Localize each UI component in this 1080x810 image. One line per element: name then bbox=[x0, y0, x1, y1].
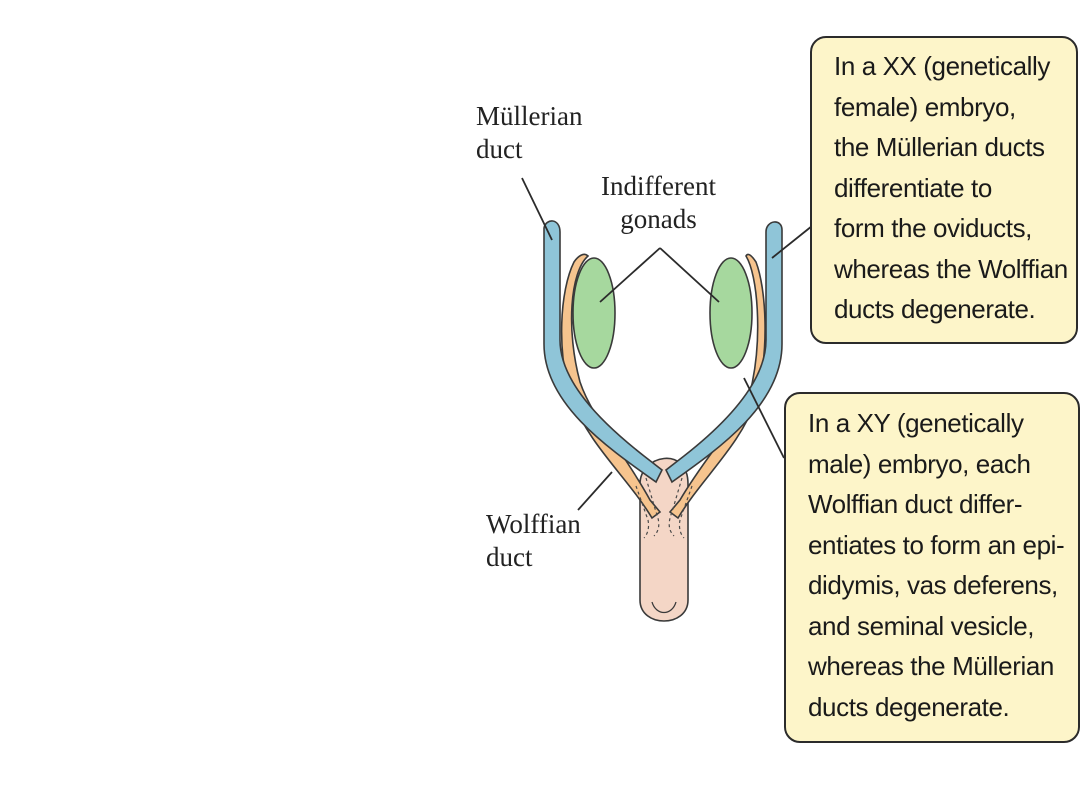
right-wolffian-duct bbox=[668, 253, 766, 520]
left-gonad bbox=[572, 257, 616, 369]
mullerian-duct-label-line-1: Müllerian bbox=[476, 101, 583, 131]
wolffian-duct-label: Wolffian duct bbox=[486, 508, 581, 574]
gonads-leader-right bbox=[659, 247, 720, 303]
male-callout-line-3: Wolffian duct differ- bbox=[808, 489, 1023, 519]
wolffian-duct-label-line-2: duct bbox=[486, 542, 533, 572]
female-callout-line-3: the Müllerian ducts bbox=[834, 132, 1045, 162]
male-callout-line-6: and seminal vesicle, bbox=[808, 610, 1035, 641]
indifferent-gonads-label: Indifferent gonads bbox=[601, 170, 716, 236]
indifferent-gonads-label-line-1: Indifferent bbox=[601, 171, 716, 201]
male-callout-line-5: didymis, vas deferens, bbox=[808, 570, 1058, 600]
mullerian-leader-line bbox=[521, 177, 553, 241]
female-callout-line-5: form the oviducts, bbox=[834, 213, 1032, 243]
female-callout-pointer bbox=[771, 225, 813, 259]
female-callout-line-2: female) embryo, bbox=[834, 91, 1016, 122]
female-callout-line-7: ducts degenerate. bbox=[834, 294, 1036, 324]
male-callout-line-4: entiates to form an epi- bbox=[808, 529, 1065, 560]
indifferent-gonads-label-line-2: gonads bbox=[620, 204, 697, 234]
left-mullerian-duct bbox=[543, 220, 664, 484]
wolffian-duct-label-line-1: Wolffian bbox=[486, 509, 581, 539]
mullerian-duct-label: Müllerian duct bbox=[476, 100, 582, 166]
male-callout-line-1: In a XY (genetically bbox=[808, 408, 1024, 438]
right-mullerian-duct bbox=[664, 221, 783, 484]
male-callout-line-2: male) embryo, each bbox=[808, 448, 1031, 479]
left-duct-dashed-inner bbox=[635, 485, 650, 539]
male-callout-line-8: ducts degenerate. bbox=[808, 691, 1010, 722]
male-callout-line-7: whereas the Müllerian bbox=[808, 651, 1054, 681]
right-duct-dashed-inner bbox=[678, 485, 693, 539]
wolffian-leader-line bbox=[577, 471, 613, 511]
female-callout-line-1: In a XX (genetically bbox=[834, 51, 1051, 81]
gonads-leader-left bbox=[599, 247, 661, 303]
right-gonad bbox=[709, 257, 753, 369]
female-callout-line-6: whereas the Wolffian bbox=[834, 253, 1068, 284]
sinus-bottom-curve bbox=[651, 601, 677, 614]
xy-male-callout: In a XY (genetically male) embryo, each … bbox=[784, 392, 1080, 743]
xx-female-callout: In a XX (genetically female) embryo, the… bbox=[810, 36, 1078, 344]
left-wolffian-duct bbox=[560, 253, 662, 520]
male-callout-pointer bbox=[743, 377, 785, 459]
mullerian-duct-label-line-2: duct bbox=[476, 134, 523, 164]
female-callout-line-4: differentiate to bbox=[834, 172, 992, 203]
urogenital-sinus bbox=[639, 457, 689, 622]
